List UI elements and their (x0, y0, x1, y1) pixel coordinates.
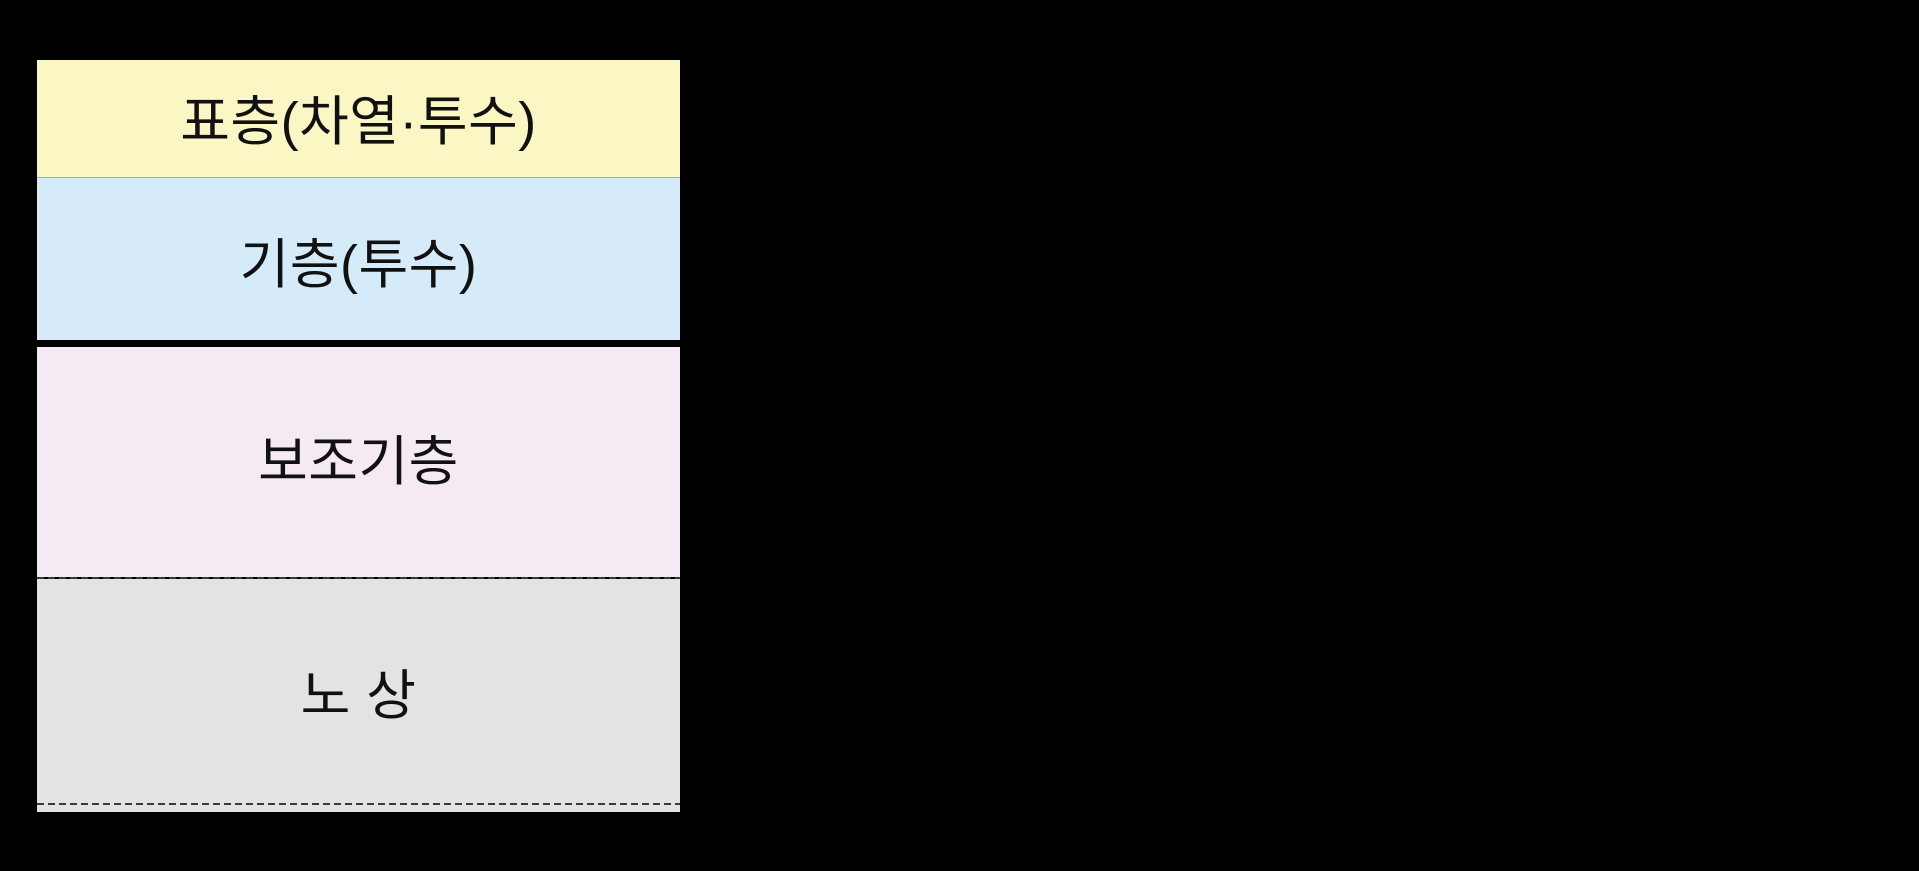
layer-base-course-label: 기층(투수) (239, 235, 478, 295)
layer-subbase-course-label: 보조기층 (258, 432, 459, 492)
layer-surface-course-label: 표층(차열·투수) (180, 91, 537, 152)
subgrade-bottom-dashed-line (37, 803, 680, 805)
layer-base-course: 기층(투수) (37, 177, 680, 340)
layer-subgrade: 노 상 (37, 579, 680, 812)
subbase-subgrade-dashed-divider (37, 577, 680, 579)
layer-surface-course: 표층(차열·투수) (37, 60, 680, 177)
layer-subgrade-label: 노 상 (300, 665, 417, 726)
layer-subbase-course: 보조기층 (37, 347, 680, 577)
pavement-layer-diagram: 표층(차열·투수) 기층(투수) 보조기층 노 상 (35, 54, 682, 812)
base-subbase-solid-divider (37, 340, 680, 347)
